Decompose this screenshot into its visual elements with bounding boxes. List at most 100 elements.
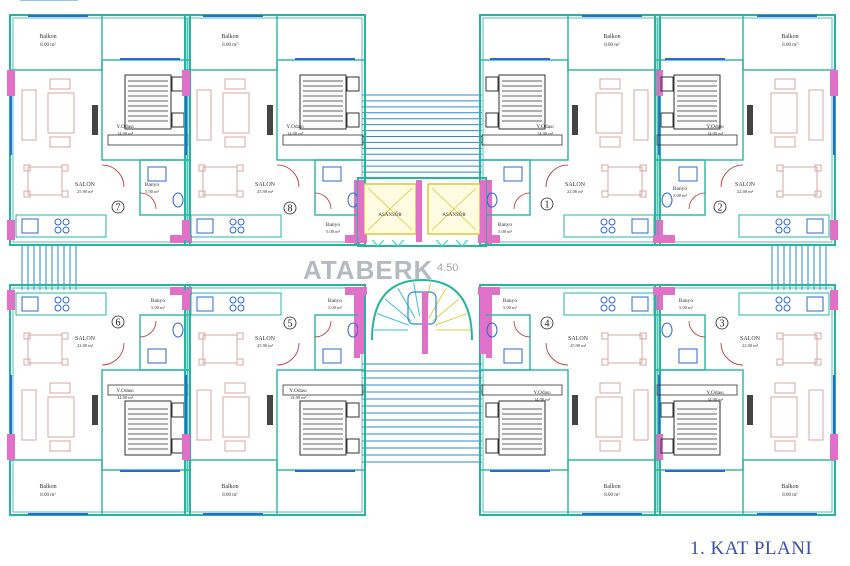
hob-burner bbox=[600, 218, 608, 226]
column bbox=[7, 70, 15, 96]
bedroom-area: 14.00 m² bbox=[707, 397, 724, 402]
door-swing bbox=[139, 320, 157, 338]
tv-unit bbox=[747, 105, 753, 135]
core-column bbox=[416, 180, 422, 242]
unit-inner-wall bbox=[12, 17, 188, 243]
balcony-label: Balkon bbox=[781, 34, 798, 40]
sink bbox=[21, 218, 39, 234]
bath-sink bbox=[678, 166, 698, 182]
unit-number-circle bbox=[713, 200, 727, 214]
plan-title: 1. KAT PLANI bbox=[690, 538, 813, 559]
salon-area: 25.90 m² bbox=[77, 189, 94, 194]
bath-sink bbox=[678, 348, 698, 364]
door-swing bbox=[101, 164, 125, 188]
salon-area: 22.00 m² bbox=[77, 343, 94, 348]
dining-chair bbox=[601, 332, 609, 340]
balcony-area: 8.00 m² bbox=[604, 42, 620, 48]
unit-number: 1 bbox=[545, 200, 550, 211]
salon-label: SALON bbox=[255, 182, 276, 188]
sink bbox=[631, 218, 649, 234]
hob-burner bbox=[229, 218, 237, 226]
column bbox=[655, 70, 663, 96]
bedroom-label: Y.Odası bbox=[533, 390, 551, 396]
bed bbox=[124, 74, 172, 130]
spiral-step bbox=[376, 313, 410, 326]
balcony-area: 8.00 m² bbox=[40, 492, 56, 498]
bedroom-label: Y.Odası bbox=[116, 388, 134, 394]
door-swing bbox=[688, 192, 706, 210]
armchair bbox=[224, 440, 246, 452]
hob-burner bbox=[608, 218, 616, 226]
bathroom-wall bbox=[314, 314, 366, 371]
spiral-step bbox=[434, 313, 468, 326]
column bbox=[170, 235, 192, 243]
dining-chair bbox=[601, 190, 609, 198]
hob-burner bbox=[775, 218, 783, 226]
sofa bbox=[196, 389, 212, 441]
bedroom-label: Y.Odası bbox=[706, 390, 724, 396]
nightstand bbox=[346, 438, 360, 454]
nightstand bbox=[485, 402, 499, 418]
bath-sink bbox=[322, 166, 342, 182]
unit-outer-wall bbox=[184, 14, 366, 246]
unit-inner-wall bbox=[657, 287, 833, 513]
unit-number-circle bbox=[283, 201, 297, 215]
nightstand bbox=[171, 112, 185, 128]
unit-outer-wall bbox=[184, 284, 366, 516]
kitchen-counter bbox=[190, 214, 282, 238]
salon-label: SALON bbox=[75, 182, 96, 188]
column bbox=[7, 220, 15, 240]
column bbox=[345, 235, 367, 243]
door-chevron bbox=[455, 239, 469, 247]
kitchen-counter bbox=[15, 292, 107, 316]
bathroom-label: Banyo bbox=[326, 222, 341, 228]
apartment-unit-1 bbox=[478, 14, 663, 246]
armchair bbox=[599, 78, 621, 90]
bedroom-label: Y.Odası bbox=[286, 124, 304, 130]
hob-burner bbox=[62, 218, 70, 226]
balcony-area: 8.00 m² bbox=[782, 492, 798, 498]
balcony-label: Balkon bbox=[39, 34, 56, 40]
dining-table bbox=[27, 166, 63, 196]
door-chevron bbox=[435, 239, 449, 247]
column bbox=[830, 434, 838, 460]
hob-burner bbox=[62, 304, 70, 312]
column bbox=[170, 287, 192, 295]
dining-table bbox=[782, 166, 818, 196]
core-column bbox=[358, 292, 364, 354]
brand-watermark-sub: 4.50 bbox=[437, 262, 459, 274]
unit-number: 8 bbox=[288, 204, 293, 215]
nightstand bbox=[660, 438, 674, 454]
wardrobe bbox=[107, 134, 189, 146]
bathroom-label: Banyo bbox=[328, 298, 343, 304]
bedroom-area: 14.00 m² bbox=[117, 395, 134, 400]
dining-chair bbox=[814, 358, 822, 366]
toilet bbox=[661, 192, 673, 208]
sofa bbox=[196, 89, 212, 141]
tv-unit bbox=[92, 395, 98, 425]
kitchen-counter bbox=[190, 292, 282, 316]
door-swing bbox=[101, 342, 125, 366]
wardrobe bbox=[656, 384, 738, 396]
sink bbox=[631, 296, 649, 312]
nightstand bbox=[660, 402, 674, 418]
bathroom-wall bbox=[139, 314, 191, 371]
armchair bbox=[599, 440, 621, 452]
balcony-label: Balkon bbox=[603, 34, 620, 40]
coffee-table bbox=[47, 92, 75, 134]
bathroom-label: Banyo bbox=[151, 298, 166, 304]
apartment-unit-4 bbox=[478, 284, 663, 516]
coffee-table bbox=[595, 396, 623, 438]
wardrobe bbox=[656, 134, 738, 146]
door-swing bbox=[513, 192, 531, 210]
door-swing bbox=[545, 164, 569, 188]
hob-burner bbox=[783, 304, 791, 312]
sofa bbox=[808, 89, 824, 141]
tv-unit bbox=[747, 395, 753, 425]
door-swing bbox=[276, 342, 300, 366]
north-stairs bbox=[362, 94, 482, 179]
sink bbox=[196, 296, 214, 312]
armchair bbox=[774, 78, 796, 90]
balcony-wall bbox=[9, 14, 103, 71]
